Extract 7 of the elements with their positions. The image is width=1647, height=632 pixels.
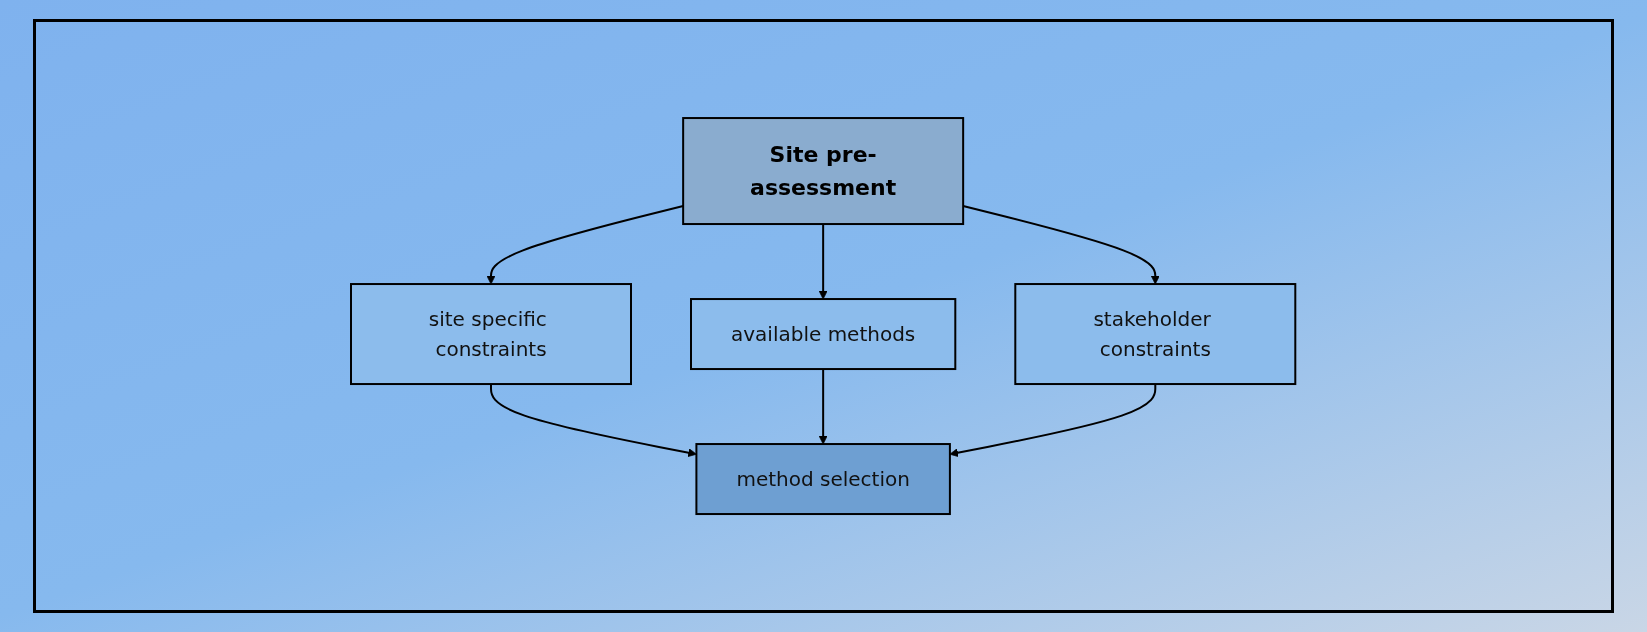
node-box: available methods	[690, 298, 957, 370]
arrow	[819, 223, 828, 300]
node-box: method selection	[695, 443, 952, 515]
node-box: site specific constraints	[350, 283, 633, 385]
node-box: stakeholder constraints	[1014, 283, 1297, 385]
arrow	[819, 368, 828, 445]
node-box: Site pre-assessment	[682, 117, 965, 225]
